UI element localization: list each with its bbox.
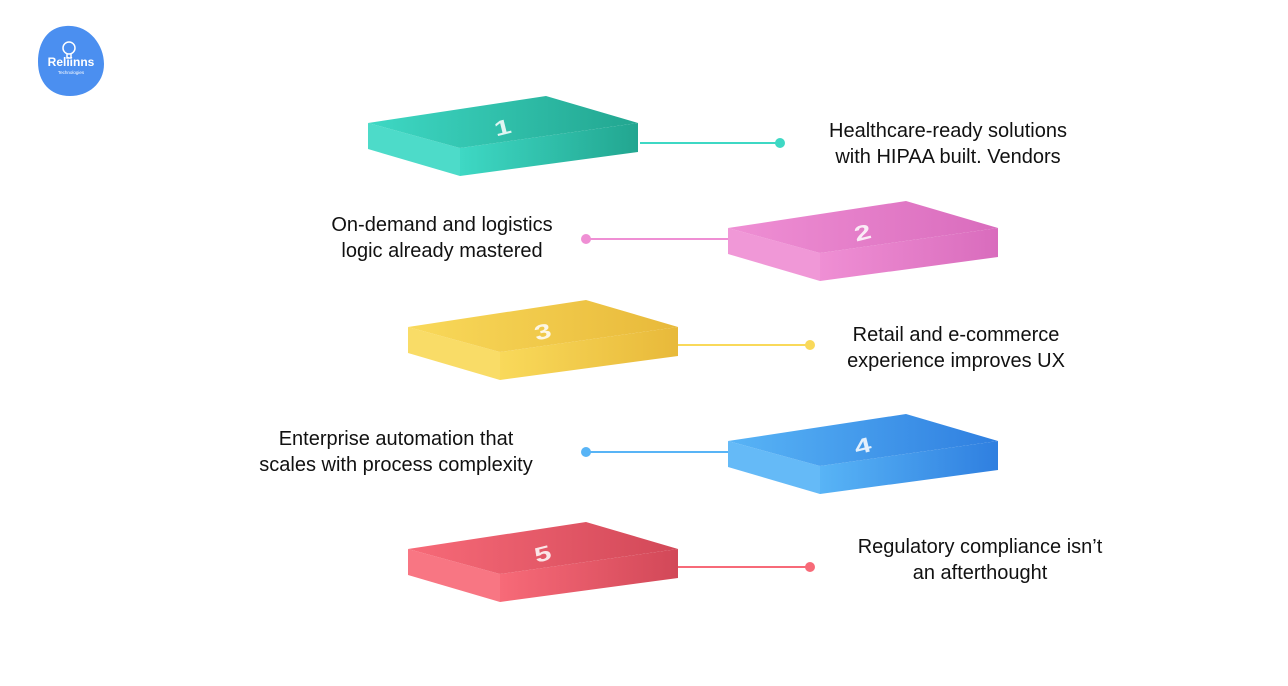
logo-tagline: Technologies xyxy=(58,70,85,75)
step-number: 4 xyxy=(852,433,874,459)
slab-top-face xyxy=(408,300,678,352)
connector-dot xyxy=(581,447,591,457)
connector-dot xyxy=(805,562,815,572)
slab-top-face xyxy=(368,96,638,148)
caption-line-1: Retail and e-commerce xyxy=(852,324,1060,346)
logo-brand: Reliinns xyxy=(48,55,95,69)
step-caption: Healthcare-ready solutions with HIPAA bui… xyxy=(768,118,1128,170)
slab-top-face xyxy=(408,522,678,574)
caption-line-2: logic already mastered xyxy=(341,240,543,262)
slab-front-face xyxy=(500,327,678,380)
slab-left-face xyxy=(368,123,460,176)
step-1: 1 xyxy=(368,96,785,176)
caption-line-2: an afterthought xyxy=(912,562,1048,584)
slab-left-face xyxy=(408,549,500,602)
slab-left-face xyxy=(728,441,820,494)
slab-left-face xyxy=(728,228,820,281)
lightbulb-icon xyxy=(62,41,76,59)
slab-front-face xyxy=(460,123,638,176)
step-caption: On-demand and logistics logic already mas… xyxy=(262,212,622,264)
step-caption: Enterprise automation that scales with pr… xyxy=(216,426,576,478)
step-caption: Regulatory compliance isn’t an afterthoug… xyxy=(800,534,1160,586)
caption-line-2: experience improves UX xyxy=(847,350,1065,372)
caption-line-1: Healthcare-ready solutions xyxy=(829,120,1067,142)
slab-front-face xyxy=(820,441,998,494)
caption-line-1: Enterprise automation that xyxy=(278,428,514,450)
connector-dot xyxy=(805,340,815,350)
step-number: 5 xyxy=(532,542,554,568)
slab-top-face xyxy=(728,414,998,466)
caption-line-1: Regulatory compliance isn’t xyxy=(857,536,1103,558)
step-number: 1 xyxy=(492,115,514,141)
caption-line-1: On-demand and logistics xyxy=(331,214,553,236)
slab-front-face xyxy=(500,549,678,602)
step-number: 2 xyxy=(852,220,874,246)
step-4: 4 xyxy=(581,414,998,494)
slab-front-face xyxy=(820,228,998,281)
step-number: 3 xyxy=(532,319,554,345)
slab-top-face xyxy=(728,201,998,253)
step-caption: Retail and e-commerce experience improves… xyxy=(776,322,1136,374)
step-3: 3 xyxy=(408,300,815,380)
step-5: 5 xyxy=(408,522,815,602)
slab-left-face xyxy=(408,327,500,380)
step-2: 2 xyxy=(581,201,998,281)
company-logo: Reliinns Technologies xyxy=(36,24,106,98)
logo-badge: Reliinns Technologies xyxy=(38,25,104,96)
connector-dot xyxy=(775,138,785,148)
caption-line-2: scales with process complexity xyxy=(259,454,533,476)
caption-line-2: with HIPAA built. Vendors xyxy=(835,146,1061,168)
connector-dot xyxy=(581,234,591,244)
